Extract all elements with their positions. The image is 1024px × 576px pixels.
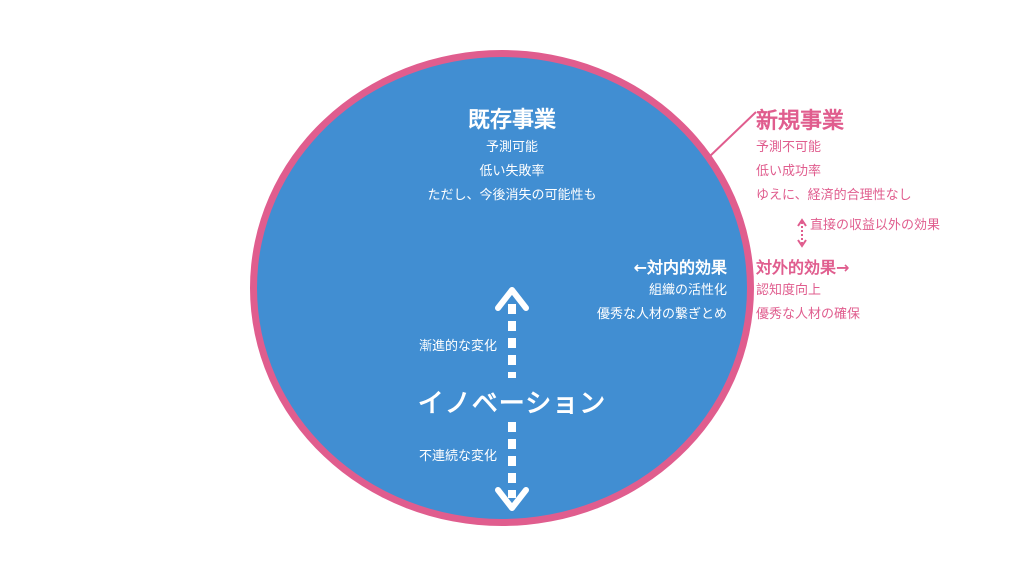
incremental-change-label: 漸進的な変化: [418, 339, 497, 354]
innovation-label: イノベーション: [417, 389, 607, 419]
callout-line: [708, 111, 757, 158]
indirect-effect-arrow: [797, 218, 807, 248]
internal-effect-line-1: 組織の活性化: [648, 283, 727, 298]
new-business-title: 新規事業: [756, 109, 845, 134]
existing-business-line-1: 予測可能: [485, 140, 539, 155]
internal-effect-title: ←対内的効果: [633, 258, 727, 277]
new-business-line-2: 低い成功率: [756, 164, 822, 179]
internal-effect-line-2: 優秀な人材の繋ぎとめ: [596, 307, 727, 322]
indirect-effect-label: 直接の収益以外の効果: [810, 218, 941, 233]
existing-business-line-3: ただし、今後消失の可能性も: [427, 188, 597, 203]
existing-business-line-2: 低い失敗率: [479, 164, 545, 179]
existing-business-title: 既存事業: [467, 108, 557, 133]
existing-business-circle: [250, 50, 754, 526]
discontinuous-change-label: 不連続な変化: [418, 449, 497, 464]
external-effect-title: 対外的効果→: [756, 258, 850, 277]
new-business-line-1: 予測不可能: [756, 140, 822, 155]
new-business-line-3: ゆえに、経済的合理性なし: [756, 188, 912, 203]
external-effect-line-1: 認知度向上: [756, 283, 822, 298]
innovation-arrow: [495, 287, 529, 511]
external-effect-line-2: 優秀な人材の確保: [756, 307, 861, 322]
